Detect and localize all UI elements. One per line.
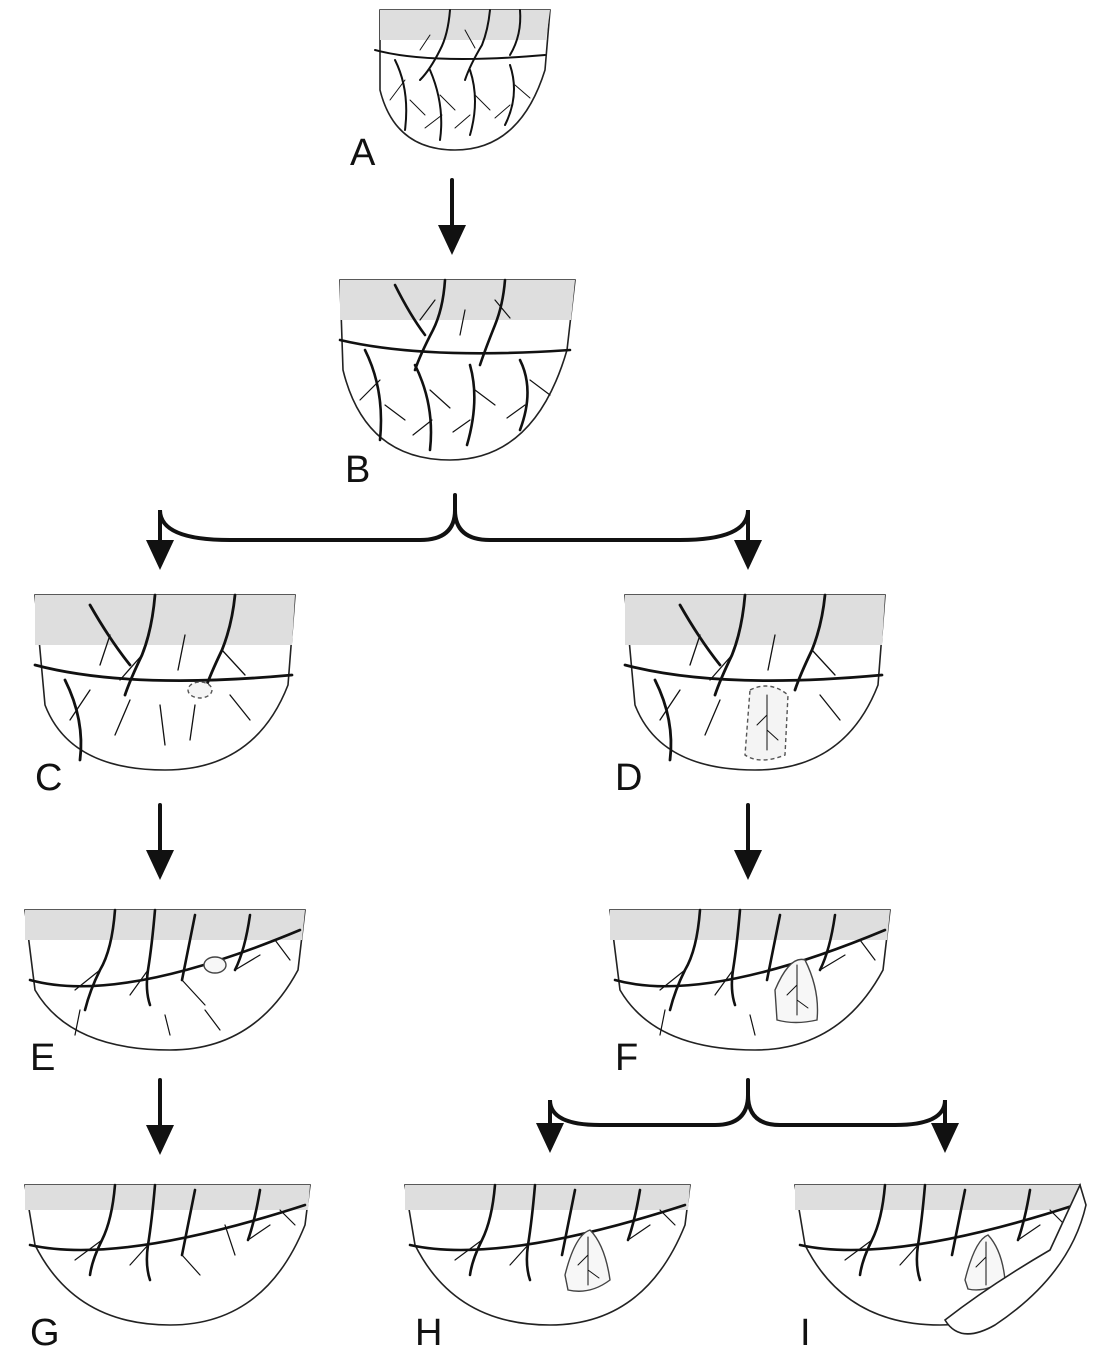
panel-e-illustration xyxy=(24,908,306,1051)
panel-h-label: H xyxy=(415,1312,442,1353)
arrow-f-to-h-and-i xyxy=(536,1078,959,1153)
panel-d-illustration xyxy=(623,593,886,771)
panel-i-illustration xyxy=(794,1182,1087,1335)
panel-b-label: B xyxy=(345,449,370,491)
panel-c-label: C xyxy=(35,757,62,799)
panel-g-illustration xyxy=(24,1183,311,1326)
arrow-b-to-c-and-d xyxy=(146,493,762,570)
panel-c-illustration xyxy=(33,593,296,771)
panel-i-label: I xyxy=(800,1312,811,1353)
arrow-a-to-b xyxy=(438,178,466,255)
panel-a-illustration xyxy=(374,9,551,151)
panel-a-label: A xyxy=(350,132,376,174)
panel-b-illustration xyxy=(338,278,576,461)
arrow-c-to-e xyxy=(146,803,174,880)
panel-f-label: F xyxy=(615,1037,638,1079)
panel-f-illustration xyxy=(609,908,891,1051)
panel-d-label: D xyxy=(615,757,642,799)
panel-g-label: G xyxy=(30,1312,60,1353)
arrow-d-to-f xyxy=(734,803,762,880)
panel-e-label: E xyxy=(30,1037,55,1079)
arrow-e-to-g xyxy=(146,1078,174,1155)
panel-h-illustration xyxy=(404,1183,691,1326)
